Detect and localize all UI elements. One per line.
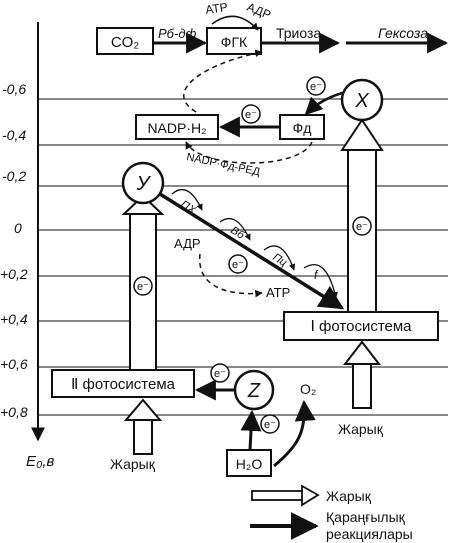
legend-light-shaft [251,490,305,501]
nadph-label: NADP·H₂ [147,120,206,136]
electron-transport-chain: ПХ Вб Пц f e⁻ АДР АТР [159,189,345,310]
adp-label: АДР [174,236,201,251]
dashed-return-arc [185,141,313,164]
node-z-label: Z [247,380,261,402]
energy-axis: -0,6 -0,4 -0,2 0 +0,2 +0,4 +0,6 +0,8 E₀,… [0,22,448,470]
nadp-fd-red-label: NADP·Фд-РЕД [185,151,261,178]
electron-badge [260,414,280,434]
x-to-fd-arrow [304,90,347,116]
axis-tick-label: -0,4 [2,127,26,143]
electron-label: e⁻ [214,368,226,380]
electron-badge [210,363,230,383]
electron-badge [133,276,153,296]
carrier-arc [219,217,251,241]
fgk-label: ФГК [221,34,248,50]
electron-label: e⁻ [356,221,368,233]
adp-atp-dashed-arrow [199,253,263,298]
legend-light-head [301,484,320,507]
axis-tick-label: +0,4 [0,311,28,327]
h2o-box [226,449,272,477]
ps1-label: Ⅰ фотосистема [310,318,412,335]
axis-title: E₀,в [26,453,54,470]
atp-adp-arc [211,15,259,31]
h2o-to-z-arrow [240,409,262,451]
electron-label: e⁻ [137,281,149,293]
o2-release-arrow [273,399,316,468]
co2-label: CO₂ [111,34,140,51]
nadph-box [135,114,219,140]
electron-label: e⁻ [264,419,276,431]
axis-tick-label: +0,8 [0,404,28,420]
nadp-loop: NADP·H₂ Фд e⁻ NADP·Фд-РЕД e⁻ [135,49,347,179]
light-label-right: Жарық [338,421,384,437]
ps2-hollow-arrow-head [121,194,165,215]
light-arrow-head [342,340,382,365]
light-arrow-head [123,398,163,421]
fd-box [279,114,325,140]
carrier-f: f [314,268,319,282]
carrier-arc [303,263,338,299]
axis-tick-label: -0,6 [2,81,26,97]
carrier-arc [263,245,296,271]
legend-dark-label: Қараңғылық [326,509,406,525]
geksoza-label: Гексоза [378,25,428,41]
ps1-hollow-arrow-head [340,118,384,151]
electron-label: e⁻ [232,259,244,271]
electron-badge [228,254,248,274]
legend: Жарық Қараңғылық реакциялары [250,484,413,542]
trioza-label: Триоза [276,25,321,41]
electron-badge [241,104,261,124]
axis-tick-label: +0,2 [0,266,28,282]
atp-label: АТР [204,0,228,17]
o2-label: O₂ [300,381,316,397]
rbdf-label: Рб-дф [158,26,196,41]
adp-label: АДР [245,0,273,22]
light-arrow-shaft [352,361,372,409]
axis-tick-label: 0 [14,220,22,236]
dashed-loop-arrow [183,49,263,113]
electron-badge [306,76,326,96]
ps2-box [51,369,195,398]
photosystem-1: X e⁻ Ⅰ фотосистема Жарық [283,78,439,437]
legend-light-label: Жарық [326,488,372,504]
legend-dark-label-2: реакциялары [326,526,413,542]
node-x-label: X [354,90,369,112]
photosystem-2: У e⁻ Ⅱ фотосистема Жарық [51,161,195,472]
axis-tick-label: -0,2 [2,168,26,184]
calvin-chain: CO₂ Рб-дф ФГК Триоза Гексоза АТР АДР [96,0,449,55]
electron-badge [352,216,372,236]
atp-label: АТР [266,285,290,300]
light-label-left: Жарық [110,456,156,472]
fd-label: Фд [293,120,312,136]
node-x [340,78,384,122]
node-y [121,161,165,205]
ps2-label: Ⅱ фотосистема [71,376,176,393]
electron-label: e⁻ [245,109,257,121]
carrier-arc [171,189,203,211]
ps1-box [283,311,439,341]
electron-label: e⁻ [310,81,322,93]
node-y-label: У [136,173,152,195]
co2-box [96,27,154,55]
h2o-label: H₂O [236,456,263,472]
light-arrow-shaft [133,417,153,455]
water-splitting: Z e⁻ e⁻ H₂O O₂ [194,363,316,477]
transport-arrow [159,192,345,310]
fgk-box [206,27,262,55]
axis-tick-label: +0,6 [0,356,28,372]
